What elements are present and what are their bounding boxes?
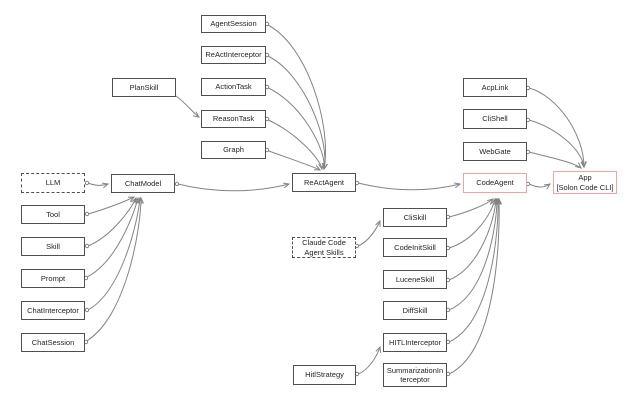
edge-chatmodel-to-reactagent: [174, 181, 291, 192]
edge-webgate-to-app: [525, 149, 582, 169]
node-acp-link: AcpLink: [463, 78, 527, 97]
node-label: DiffSkill: [402, 305, 428, 315]
node-skill: Skill: [21, 237, 85, 256]
node-llm: LLM: [21, 173, 85, 193]
node-reason-task: ReasonTask: [201, 110, 266, 128]
edge-planskill-to-reasontask: [175, 95, 200, 118]
edge-acplink-to-app: [525, 85, 587, 169]
node-action-task: ActionTask: [201, 78, 266, 96]
node-summarization-interceptor: SummarizationInterceptor: [383, 363, 447, 387]
node-claude-code-agent-skills: Claude Code Agent Skills: [292, 237, 356, 258]
node-label: HITLInterceptor: [388, 337, 442, 347]
node-label: AcpLink: [481, 82, 509, 92]
node-label: Graph: [223, 145, 244, 155]
node-tool: Tool: [21, 205, 85, 224]
node-label: LuceneSkill: [395, 274, 435, 284]
edge-reasontask-to-reactagent: [264, 116, 324, 171]
node-label: ReActInterceptor: [205, 50, 262, 60]
node-chat-session: ChatSession: [21, 333, 85, 352]
edge-codeinitskill-to-codeagent: [445, 197, 497, 251]
edge-hitlstrategy-to-hitlinterceptor: [354, 345, 382, 377]
node-graph: Graph: [201, 141, 266, 159]
node-agent-session: AgentSession: [201, 15, 266, 33]
node-label: SummarizationInterceptor: [386, 365, 444, 384]
node-hitl-strategy: HitlStrategy: [293, 365, 356, 385]
node-react-agent: ReActAgent: [292, 173, 356, 192]
edge-hitlinterceptor-to-codeagent: [445, 197, 502, 345]
node-label: Prompt: [40, 273, 66, 283]
edge-chatsession-to-chatmodel: [83, 196, 144, 345]
node-code-init-skill: CodeInitSkill: [383, 238, 447, 257]
node-plan-skill: PlanSkill: [112, 78, 176, 97]
node-label: ChatInterceptor: [27, 305, 79, 315]
node-label: WebGate: [479, 146, 511, 156]
node-diff-skill: DiffSkill: [383, 301, 447, 320]
node-code-agent: CodeAgent: [463, 173, 527, 193]
node-prompt: Prompt: [21, 269, 85, 288]
node-cli-skill: CliSkill: [383, 208, 447, 227]
edge-reactinterceptor-to-reactagent: [264, 52, 328, 171]
node-app: App [Solon Code CLI]: [553, 171, 617, 194]
node-label: LLM: [45, 178, 61, 188]
edge-agentsession-to-reactagent: [264, 21, 328, 171]
edge-chatinterceptor-to-chatmodel: [84, 196, 143, 313]
edge-cliskill-to-codeagent: [445, 198, 494, 220]
node-web-gate: WebGate: [463, 142, 527, 161]
node-cli-shell: CliShell: [463, 109, 527, 129]
node-label: CodeInitSkill: [394, 242, 436, 252]
node-hitl-interceptor: HITLInterceptor: [383, 333, 447, 352]
node-label: AgentSession: [210, 19, 257, 29]
edge-codeagent-to-app: [525, 181, 552, 190]
edge-graph-to-reactagent: [264, 147, 322, 171]
node-label: PlanSkill: [129, 82, 159, 92]
node-label: App: [578, 173, 592, 183]
edge-clishell-to-app: [525, 117, 587, 169]
edge-llm-to-chatmodel: [84, 180, 110, 189]
node-label: Tool: [46, 209, 60, 219]
node-label: CodeAgent: [476, 178, 514, 188]
node-label: ReActAgent: [303, 177, 345, 187]
node-lucene-skill: LuceneSkill: [383, 270, 447, 289]
node-label: HitlStrategy: [305, 370, 344, 380]
node-sublabel: [Solon Code CLI]: [556, 182, 614, 192]
node-label: CliSkill: [403, 212, 427, 222]
node-chat-model: ChatModel: [111, 174, 175, 193]
edge-reactagent-to-codeagent: [354, 180, 462, 191]
edge-claudecodeagentskills-to-cliskill: [354, 219, 381, 249]
edge-skill-to-chatmodel: [84, 196, 137, 249]
node-react-interceptor: ReActInterceptor: [201, 46, 266, 64]
edge-luceneskill-to-codeagent: [445, 197, 499, 283]
node-label: Skill: [46, 241, 60, 251]
edge-summarizationinterceptor-to-codeagent: [445, 197, 503, 377]
node-label: ReasonTask: [212, 114, 255, 124]
node-label: ChatModel: [124, 178, 162, 188]
node-label: Claude Code Agent Skills: [302, 238, 346, 257]
node-chat-interceptor: ChatInterceptor: [21, 301, 85, 320]
node-label: ActionTask: [215, 82, 252, 92]
node-label: ChatSession: [31, 337, 75, 347]
node-label: CliShell: [482, 114, 508, 124]
